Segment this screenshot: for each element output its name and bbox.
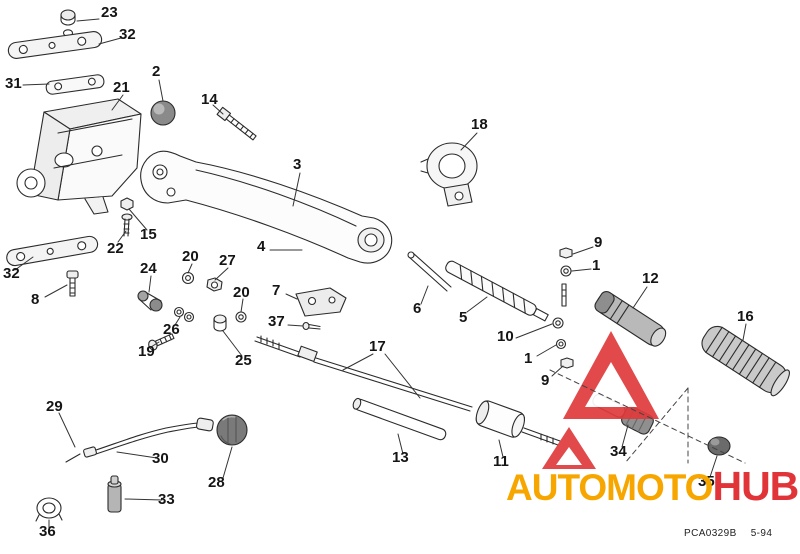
part-1-washer-b <box>555 338 567 350</box>
callout-6: 6 <box>413 300 422 317</box>
part-17-cable-assembly <box>254 335 561 446</box>
callout-33: 33 <box>158 491 175 508</box>
callout-8: 8 <box>31 291 40 308</box>
part-7-bracket <box>295 287 347 317</box>
callout-28: 28 <box>208 474 225 491</box>
callout-20b: 20 <box>233 284 250 301</box>
part-20-washer-a <box>181 271 195 285</box>
callout-20a: 20 <box>182 248 199 265</box>
part-11-cylinder <box>475 400 525 438</box>
part-31-gasket <box>45 74 105 95</box>
part-22-screw <box>121 213 133 237</box>
part-24-link <box>137 290 163 312</box>
callout-35: 35 <box>698 473 715 490</box>
part-12-grip-core <box>594 290 667 347</box>
callout-9a: 9 <box>594 234 603 251</box>
part-20-washer-b <box>235 311 247 323</box>
part-25-spacer <box>213 314 227 332</box>
callout-15: 15 <box>140 226 157 243</box>
part-18-clamp <box>420 142 478 207</box>
part-8-stud <box>66 270 79 297</box>
callout-14: 14 <box>201 91 218 108</box>
part-32-lower-plate <box>6 235 99 267</box>
watermark-brand-text: AUTOMOTOHUB <box>506 463 799 509</box>
part-21-swivel-bracket <box>16 98 142 215</box>
callout-3: 3 <box>293 156 302 173</box>
part-26-washers <box>173 306 195 323</box>
callout-9b: 9 <box>541 372 550 389</box>
part-35-cap <box>707 436 731 456</box>
callout-36: 36 <box>39 523 56 540</box>
callout-31: 31 <box>5 75 22 92</box>
callout-1a: 1 <box>592 257 601 274</box>
callout-16: 16 <box>737 308 754 325</box>
part-9-nut-b <box>560 357 574 369</box>
part-6-rod <box>407 251 452 292</box>
part-pin-detail <box>561 283 567 307</box>
callout-21: 21 <box>113 79 130 96</box>
callout-12: 12 <box>642 270 659 287</box>
callout-25: 25 <box>235 352 252 369</box>
part-9-nut-a <box>559 247 573 259</box>
callout-13: 13 <box>392 449 409 466</box>
callout-30: 30 <box>152 450 169 467</box>
callout-19: 19 <box>138 343 155 360</box>
part-28-cable-knob <box>65 414 248 463</box>
callout-24: 24 <box>140 260 157 277</box>
watermark-logo-triangles <box>542 331 659 469</box>
part-14-bolt <box>216 106 257 141</box>
part-27-nut <box>206 277 223 292</box>
part-3-steering-arm <box>140 150 393 264</box>
callout-32b: 32 <box>3 265 20 282</box>
callout-10: 10 <box>497 328 514 345</box>
part-23-cap-nut <box>60 9 76 37</box>
leader-lines <box>14 18 747 529</box>
callout-23: 23 <box>101 4 118 21</box>
watermark-brand-part2: HUB <box>712 463 799 509</box>
part-33-cylinder <box>107 475 122 513</box>
part-13-tube <box>352 397 447 441</box>
part-1-washer-a <box>560 265 572 277</box>
watermark-brand-part1: AUTOMOTO <box>506 467 713 508</box>
part-37-screw <box>302 321 321 331</box>
footer-part-code: PCA0329B 5-94 <box>684 528 772 539</box>
callout-34: 34 <box>610 443 627 460</box>
revision-date: 5-94 <box>750 528 773 539</box>
part-16-rubber-grip <box>701 325 790 397</box>
callout-26: 26 <box>163 321 180 338</box>
part-19-screw <box>148 333 175 351</box>
part-32-upper-plate <box>7 31 103 59</box>
callout-5: 5 <box>459 309 468 326</box>
part-5-throttle-shaft <box>445 260 549 322</box>
watermark-dashed-lines <box>549 369 746 464</box>
callout-37: 37 <box>268 313 285 330</box>
callout-11: 11 <box>493 453 509 470</box>
callout-29: 29 <box>46 398 63 415</box>
callout-27: 27 <box>219 252 236 269</box>
part-36-clamp <box>35 497 63 522</box>
callout-18: 18 <box>471 116 488 133</box>
callout-2: 2 <box>152 63 161 80</box>
callout-32a: 32 <box>119 26 136 43</box>
part-15-nut <box>120 197 134 211</box>
part-2-cap <box>150 100 176 126</box>
part-10-washer <box>552 317 564 329</box>
callout-4: 4 <box>257 238 266 255</box>
callout-7: 7 <box>272 282 281 299</box>
callout-17: 17 <box>369 338 386 355</box>
callout-22: 22 <box>107 240 124 257</box>
part-code: PCA0329B <box>684 528 737 539</box>
callout-1b: 1 <box>524 350 533 367</box>
